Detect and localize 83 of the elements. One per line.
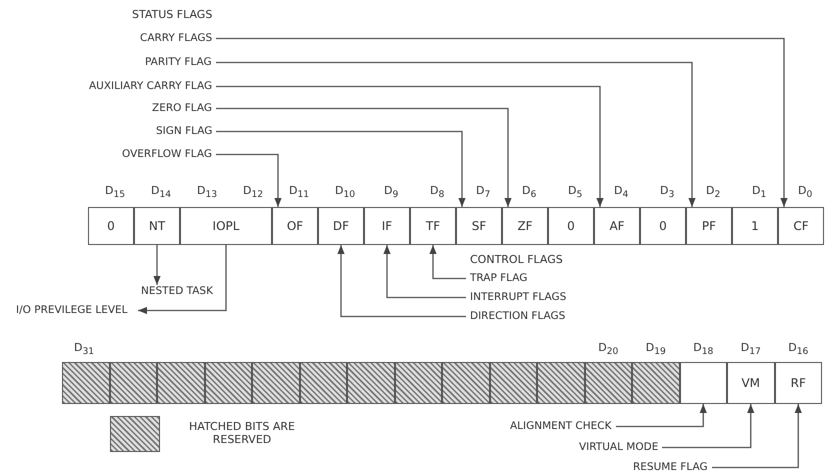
bit-number: D$_{31}$ [74, 341, 94, 358]
leader-arrow [216, 154, 282, 207]
reserved-bit-cell [442, 362, 490, 404]
reserved-bit-cell [394, 362, 442, 404]
register-bit-cell: OF [272, 207, 318, 245]
bit-number: D$_{19}$ [646, 341, 666, 358]
flag-label: NESTED TASK [141, 285, 213, 298]
register-bit-cell: 0 [640, 207, 686, 245]
leader-arrow [216, 108, 512, 207]
bit-number: D$_{7}$ [476, 184, 490, 200]
reserved-bit-cell [347, 362, 394, 404]
bit-number: D$_{1}$ [752, 184, 766, 200]
reserved-bit-cell [204, 362, 252, 404]
flag-label: VIRTUAL MODE [579, 441, 658, 454]
leader-arrow [429, 245, 466, 280]
bit-number: D$_{14}$ [151, 184, 172, 200]
reserved-bit-cell [632, 362, 680, 404]
bit-number: D$_{6}$ [522, 184, 536, 200]
bit-number: D$_{5}$ [568, 184, 582, 200]
reserved-bit-cell [62, 362, 110, 404]
bit-number: D$_{17}$ [740, 341, 761, 358]
leader-arrow [337, 245, 466, 318]
flag-label: PARITY FLAG [145, 56, 212, 69]
register-bit-cell: 1 [732, 207, 778, 245]
reserved-bit-cell [490, 362, 537, 404]
flag-label: CARRY FLAGS [140, 32, 212, 45]
register-bit-cell: 0 [88, 207, 134, 245]
group-heading: STATUS FLAGS [132, 8, 212, 21]
register-bit-cell: SF [456, 207, 502, 245]
leader-arrow [153, 245, 161, 285]
bit-number: D$_{9}$ [384, 184, 398, 200]
reserved-bit-cell [300, 362, 347, 404]
bit-number: D$_{0}$ [798, 184, 812, 200]
flag-label: SIGN FLAG [156, 125, 212, 138]
bit-number: D$_{16}$ [788, 341, 808, 358]
bit-number: D$_{2}$ [706, 184, 720, 200]
bit-number: D$_{3}$ [660, 184, 674, 200]
leader-arrow [216, 86, 604, 207]
bit-number: D$_{13}$ [197, 184, 218, 200]
bit-number: D$_{18}$ [693, 341, 714, 358]
register-bit-cell: VM [727, 362, 774, 404]
bit-number: D$_{11}$ [289, 184, 310, 200]
flag-label: ALIGNMENT CHECK [510, 420, 612, 433]
register-bit-cell: CF [778, 207, 824, 245]
leader-arrow [216, 38, 788, 207]
flag-label: ZERO FLAG [152, 102, 212, 115]
reserved-bit-cell [110, 362, 157, 404]
bit-number: D$_{15}$ [105, 184, 126, 200]
bit-number: D$_{20}$ [598, 341, 618, 358]
register-bit-cell: IOPL [180, 207, 272, 245]
bit-number: D$_{8}$ [430, 184, 444, 200]
flag-label: DIRECTION FLAGS [470, 310, 566, 323]
reserved-bit-cell [537, 362, 584, 404]
flag-label: TRAP FLAG [470, 272, 528, 285]
bit-number: D$_{4}$ [614, 184, 628, 200]
bit-number: D$_{12}$ [243, 184, 264, 200]
register-bit-cell: 0 [548, 207, 594, 245]
legend-text: HATCHED BITS ARE RESERVED [188, 420, 296, 446]
reserved-bit-cell [584, 362, 632, 404]
leader-arrow [616, 404, 707, 428]
leader-arrow [662, 404, 754, 448]
flag-label: INTERRUPT FLAGS [470, 291, 566, 304]
flag-label: AUXILIARY CARRY FLAG [89, 80, 212, 93]
bit-number: D$_{10}$ [335, 184, 356, 200]
leader-arrow [138, 245, 227, 314]
reserved-bit-cell [252, 362, 300, 404]
register-bit-cell: IF [364, 207, 410, 245]
leader-arrow [216, 130, 466, 207]
group-heading: CONTROL FLAGS [470, 253, 563, 266]
register-bit-cell: RF [774, 362, 822, 404]
register-bit-cell: ZF [502, 207, 548, 245]
register-bit-cell: AF [594, 207, 640, 245]
leader-arrow [712, 404, 802, 468]
register-bit-cell: TF [410, 207, 456, 245]
register-bit-cell: DF [318, 207, 364, 245]
leader-arrow [383, 245, 466, 298]
flag-label: OVERFLOW FLAG [122, 148, 212, 161]
flag-label: I/O PREVILEGE LEVEL [16, 304, 134, 317]
reserved-bit-cell [157, 362, 204, 404]
register-bit-cell: PF [686, 207, 732, 245]
flag-label: RESUME FLAG [633, 461, 708, 474]
register-bit-cell: NT [134, 207, 180, 245]
leader-arrow [216, 62, 696, 207]
